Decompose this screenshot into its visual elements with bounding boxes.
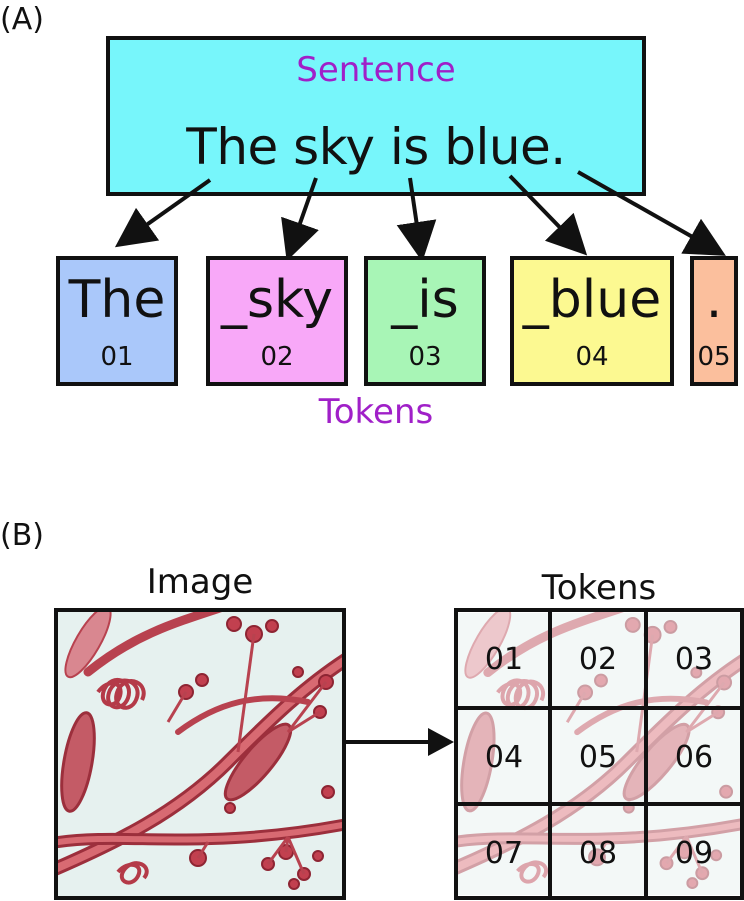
- patch-09: 09: [674, 836, 714, 871]
- token-text: _sky: [220, 270, 334, 330]
- token-id: 01: [100, 342, 134, 372]
- token-box-05: . 05: [690, 256, 738, 386]
- token-id: 03: [408, 342, 442, 372]
- sentence-box: Sentence The sky is blue.: [106, 36, 646, 196]
- token-text: _blue: [522, 270, 662, 330]
- token-text: .: [705, 270, 723, 330]
- patch-05: 05: [578, 740, 618, 775]
- patch-02: 02: [578, 642, 618, 677]
- patch-08: 08: [578, 836, 618, 871]
- patch-04: 04: [484, 740, 524, 775]
- token-id: 05: [697, 342, 731, 372]
- token-box-04: _blue 04: [510, 256, 674, 386]
- token-box-02: _sky 02: [206, 256, 348, 386]
- token-text: _is: [391, 270, 459, 330]
- patch-07: 07: [484, 836, 524, 871]
- fungal-hyphae-illustration: [58, 612, 342, 896]
- patch-06: 06: [674, 740, 714, 775]
- token-id: 04: [575, 342, 609, 372]
- patch-03: 03: [674, 642, 714, 677]
- arrow-is: [396, 177, 437, 262]
- arrow-sky: [281, 177, 319, 262]
- token-box-01: The 01: [56, 256, 178, 386]
- arrow-blue: [508, 174, 588, 256]
- panel-b-label: (B): [0, 518, 44, 553]
- token-box-03: _is 03: [364, 256, 486, 386]
- sentence-text: The sky is blue.: [186, 118, 566, 176]
- token-id: 02: [260, 342, 294, 372]
- arrow-period: [577, 170, 726, 256]
- arrow-the: [114, 178, 212, 248]
- panel-a-label: (A): [0, 2, 44, 37]
- image-title: Image: [146, 562, 254, 602]
- tokens-title: Tokens: [541, 568, 657, 608]
- grid-lines: [458, 612, 740, 896]
- token-text: The: [68, 270, 166, 330]
- tokens-caption: Tokens: [318, 392, 434, 432]
- image-to-tokens-arrow: [342, 728, 454, 756]
- sentence-title: Sentence: [296, 50, 456, 90]
- patch-01: 01: [484, 642, 524, 677]
- source-image: [54, 608, 346, 900]
- image-token-grid: 01 02 03 04 05 06 07 08 09: [454, 608, 744, 900]
